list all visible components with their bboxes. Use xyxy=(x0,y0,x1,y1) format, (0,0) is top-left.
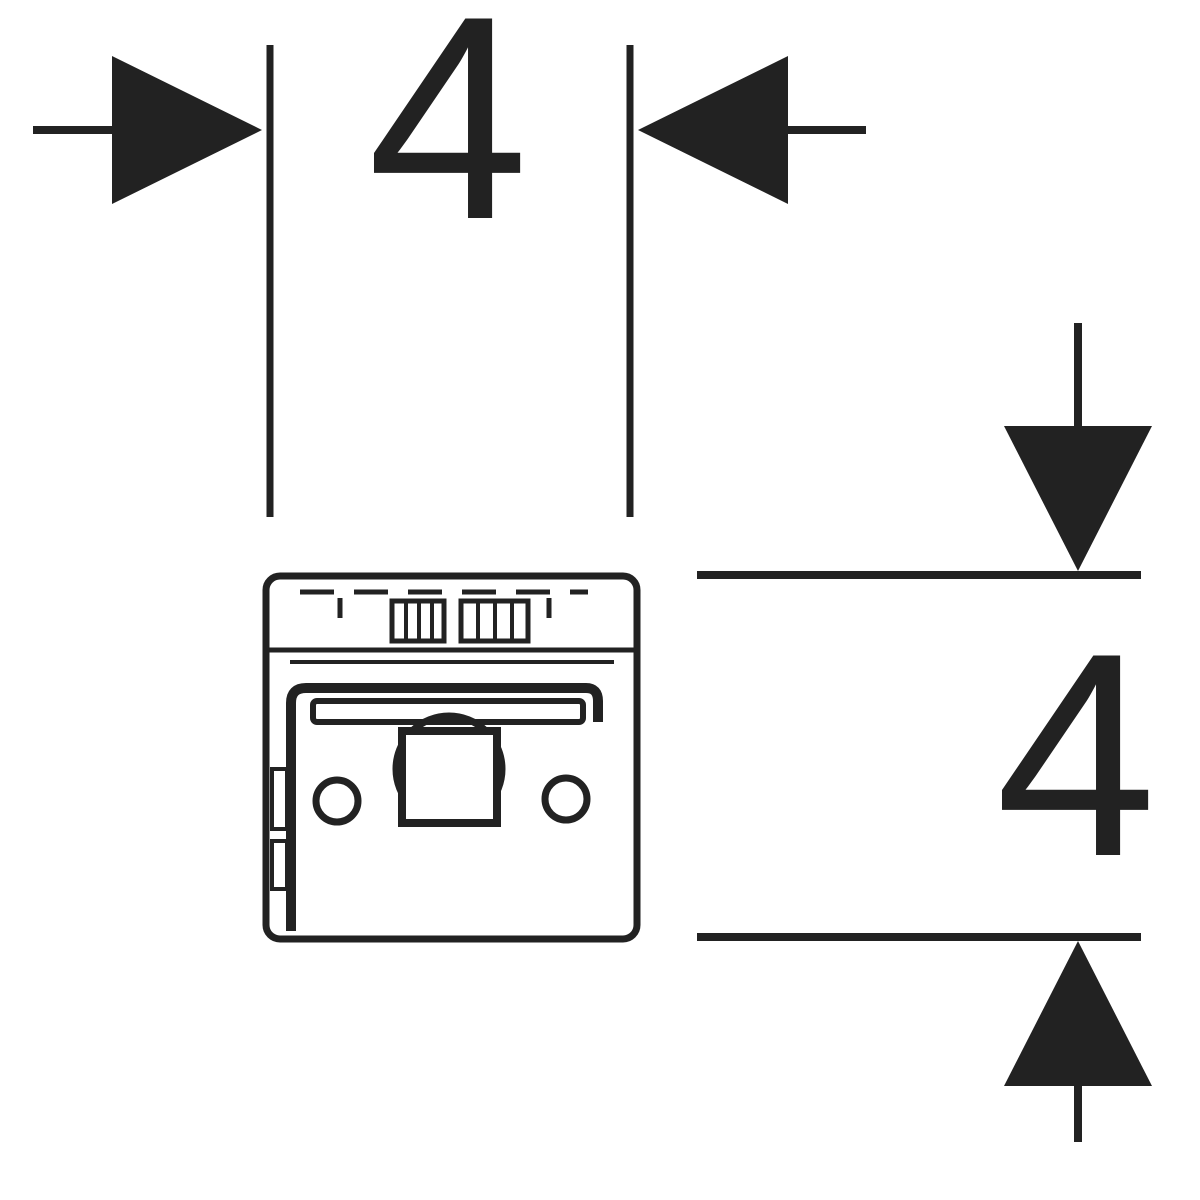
part-slot xyxy=(310,698,586,725)
dim-arrowhead-down-pointing-icon xyxy=(1004,426,1152,571)
vertical-dimension: 4 xyxy=(697,323,1157,1142)
part-hole-left xyxy=(312,776,362,826)
vertical-dimension-label: 4 xyxy=(995,593,1156,917)
horizontal-dimension: 4 xyxy=(33,0,866,517)
part-drawing xyxy=(262,572,641,943)
part-hole-right xyxy=(541,774,591,824)
dim-arrowhead-right-pointing-icon xyxy=(112,56,262,204)
dim-arrowhead-up-pointing-icon xyxy=(1004,941,1152,1086)
horizontal-dimension-label: 4 xyxy=(367,0,528,280)
part-bracket xyxy=(286,683,603,931)
dim-arrowhead-left-pointing-icon xyxy=(638,56,788,204)
part-hook-square xyxy=(398,727,501,827)
